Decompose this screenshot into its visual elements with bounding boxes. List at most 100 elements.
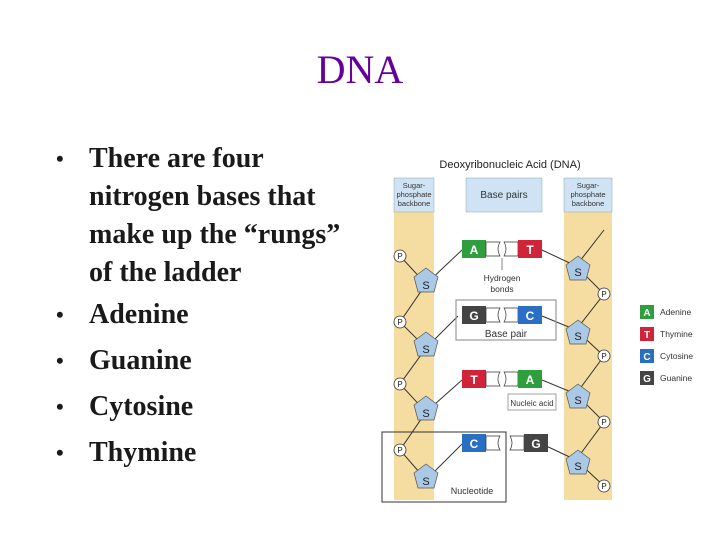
legend-swatch-thymine xyxy=(640,327,654,341)
phosphate-circle xyxy=(597,349,611,363)
phosphate-label: P xyxy=(397,252,402,261)
base-block-left xyxy=(462,370,486,388)
phosphate-circle xyxy=(597,287,611,301)
base-block-left xyxy=(462,240,486,258)
bullet-item-adenine: Adenine xyxy=(56,292,366,338)
sugar-label: S xyxy=(574,267,581,279)
sugar-pentagon xyxy=(565,255,591,281)
sugar-label: S xyxy=(574,461,581,473)
base-pair-2: G C Base pair xyxy=(455,299,557,341)
phosphate-label: P xyxy=(397,380,402,389)
phosphate-circle xyxy=(393,377,407,391)
header-right-line-1: Sugar- xyxy=(577,181,600,190)
base-letter: T xyxy=(526,243,534,257)
legend-name: Cytosine xyxy=(660,351,693,361)
sugar-label: S xyxy=(422,408,429,420)
header-center-box xyxy=(465,177,543,213)
bullet-item-guanine: Guanine xyxy=(56,338,366,384)
base-letter: C xyxy=(470,437,479,451)
hydrogen-bond-notch xyxy=(485,241,501,257)
base-block-left xyxy=(462,306,486,324)
base-letter: G xyxy=(469,309,478,323)
base-pair-4: C G Nucleotide xyxy=(381,431,548,503)
hydrogen-bond-notch xyxy=(485,435,501,451)
hydrogen-bonds-line-2: bonds xyxy=(490,284,513,294)
hydrogen-bond-notch xyxy=(485,371,501,387)
legend-swatch-adenine xyxy=(640,305,654,319)
right-sugars: S S S S xyxy=(565,255,591,475)
base-block-right xyxy=(518,306,542,324)
header-left-line-1: Sugar- xyxy=(403,181,426,190)
header-right-box xyxy=(563,177,613,213)
base-pair-frame xyxy=(455,299,557,341)
sugar-label: S xyxy=(422,476,429,488)
phosphate-label: P xyxy=(397,318,402,327)
base-block-left xyxy=(462,434,486,452)
phosphate-circle xyxy=(597,479,611,493)
sugar-label: S xyxy=(574,331,581,343)
legend-letter: G xyxy=(643,374,651,385)
bullet-list: There are four nitrogen bases that make … xyxy=(56,140,366,476)
diagram-title: Deoxyribonucleic Acid (DNA) xyxy=(439,159,580,171)
base-letter: A xyxy=(470,243,479,257)
legend-name: Guanine xyxy=(660,373,692,383)
bullet-item-intro: There are four nitrogen bases that make … xyxy=(56,140,366,292)
hydrogen-bond-notch xyxy=(485,307,501,323)
sugar-pentagon xyxy=(565,383,591,409)
phosphate-label: P xyxy=(601,290,606,299)
phosphate-circle xyxy=(393,443,407,457)
legend-name: Thymine xyxy=(660,329,693,339)
legend-letter: T xyxy=(644,330,650,341)
base-block-right xyxy=(518,240,542,258)
base-block-right xyxy=(524,434,548,452)
sugar-pentagon xyxy=(565,449,591,475)
phosphate-label: P xyxy=(397,446,402,455)
header-left-box xyxy=(393,177,435,213)
base-legend: A Adenine T Thymine C Cytosine G Guanine xyxy=(640,305,693,385)
hydrogen-bond-notch xyxy=(503,371,519,387)
phosphate-circle xyxy=(597,415,611,429)
sugar-pentagon xyxy=(413,463,439,489)
phosphate-label: P xyxy=(601,418,606,427)
nucleic-acid-label: Nucleic acid xyxy=(510,399,553,408)
right-phosphates: P P P P xyxy=(597,287,611,493)
slide-title: DNA xyxy=(316,47,404,92)
phosphate-circle xyxy=(393,315,407,329)
hydrogen-bond-notch xyxy=(503,307,519,323)
phosphate-circle xyxy=(393,249,407,263)
nucleic-acid-box xyxy=(507,393,557,411)
bullet-item-thymine: Thymine xyxy=(56,430,366,476)
base-pair-3: T A Nucleic acid xyxy=(462,370,557,411)
legend-letter: A xyxy=(643,308,650,319)
legend-swatch-guanine xyxy=(640,371,654,385)
sugar-pentagon xyxy=(565,319,591,345)
phosphate-label: P xyxy=(601,482,606,491)
nucleotide-label: Nucleotide xyxy=(451,486,494,496)
header-right-line-3: backbone xyxy=(572,199,605,208)
header-center-label: Base pairs xyxy=(480,190,527,201)
left-sugars: S S S S xyxy=(413,267,439,489)
legend-swatch-cytosine xyxy=(640,349,654,363)
hydrogen-bonds-line-1: Hydrogen xyxy=(484,273,521,283)
legend-name: Adenine xyxy=(660,307,691,317)
legend-letter: C xyxy=(643,352,650,363)
base-pair-label: Base pair xyxy=(485,329,528,340)
sugar-pentagon xyxy=(413,331,439,357)
base-pair-1: A T xyxy=(462,240,542,258)
header-left-line-2: phosphate xyxy=(396,190,431,199)
hydrogen-bond-notch xyxy=(509,435,525,451)
base-letter: G xyxy=(531,437,540,451)
sugar-label: S xyxy=(422,280,429,292)
sugar-pentagon xyxy=(413,267,439,293)
dna-diagram: Deoxyribonucleic Acid (DNA) Sugar- phosp… xyxy=(381,159,693,503)
header-left-line-3: backbone xyxy=(398,199,431,208)
hydrogen-bond-notch xyxy=(503,241,519,257)
header-right-line-2: phosphate xyxy=(570,190,605,199)
base-letter: C xyxy=(526,309,535,323)
base-letter: T xyxy=(470,373,478,387)
base-block-right xyxy=(518,370,542,388)
phosphate-label: P xyxy=(601,352,606,361)
bullet-item-cytosine: Cytosine xyxy=(56,384,366,430)
base-letter: A xyxy=(526,373,535,387)
sugar-label: S xyxy=(574,395,581,407)
